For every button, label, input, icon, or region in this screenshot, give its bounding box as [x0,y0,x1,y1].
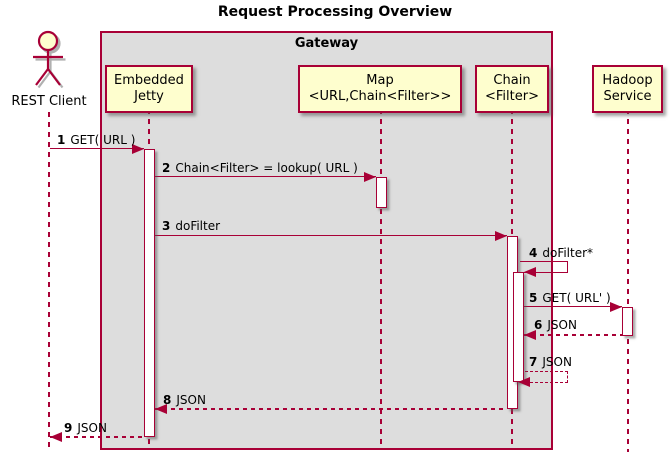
diagram-title: Request Processing Overview [217,4,453,20]
message-7-arrowhead [518,377,530,387]
message-5-arrowhead [610,302,622,312]
lifeline-hadoop [627,109,629,452]
message-2-text: Chain<Filter> = lookup( URL ) [175,161,358,175]
message-7-loop-line [520,371,568,383]
activation-chain-nested [513,272,524,382]
message-1-text: GET( URL ) [70,133,136,147]
message-7-num: 7 [529,355,538,369]
message-4-num: 4 [529,246,538,260]
message-9-arrowhead [50,432,62,442]
participant-embedded-jetty: Embedded Jetty [105,65,193,113]
gateway-frame-label: Gateway [294,36,359,51]
message-7-text: JSON [542,355,572,369]
message-8-text: JSON [176,393,206,407]
message-6-label: 6 JSON [534,318,577,332]
participant-embedded-jetty-line1: Embedded [114,72,184,88]
participant-map: Map <URL,Chain<Filter>> [298,65,462,113]
lifeline-map [380,109,382,450]
participant-chain-line1: Chain [493,72,531,88]
message-2-arrowhead [364,172,376,182]
message-5-label: 5 GET( URL' ) [529,291,611,305]
message-4-arrowhead [524,267,536,277]
message-9-text: JSON [77,421,107,435]
message-1-label: 1 GET( URL ) [57,133,135,147]
message-5-line [524,306,622,307]
message-7-label: 7 JSON [529,355,572,369]
message-3-num: 3 [162,219,171,233]
rest-client-actor-icon [33,30,66,89]
message-6-arrowhead [524,330,536,340]
activation-embedded-jetty [144,149,155,437]
activation-hadoop [622,307,633,336]
message-9-line [50,436,144,438]
message-2-line [155,176,376,177]
message-6-num: 6 [534,318,543,332]
message-9-label: 9 JSON [64,421,107,435]
message-3-arrowhead [495,231,507,241]
message-8-arrowhead [155,404,167,414]
rest-client-label: REST Client [11,94,87,109]
message-2-num: 2 [162,161,171,175]
message-8-line [155,408,507,410]
participant-chain-line2: <Filter> [485,89,539,104]
message-3-text: doFilter [175,219,221,233]
message-8-label: 8 JSON [163,393,206,407]
participant-map-line1: Map [366,72,394,88]
lifeline-rest-client [48,112,50,452]
message-4-label: 4 doFilter* [529,246,593,260]
message-4-loop-line [520,261,568,273]
message-3-line [155,235,507,236]
participant-hadoop-line1: Hadoop [602,72,653,88]
activation-map [376,177,387,208]
message-5-text: GET( URL' ) [542,291,611,305]
message-8-num: 8 [163,393,172,407]
participant-embedded-jetty-line2: Jetty [134,89,164,104]
participant-chain: Chain <Filter> [475,65,549,113]
message-2-label: 2 Chain<Filter> = lookup( URL ) [162,161,358,175]
message-6-line [524,334,622,336]
message-3-label: 3 doFilter [162,219,220,233]
message-4-text: doFilter* [542,246,594,260]
message-6-text: JSON [547,318,577,332]
message-1-arrowhead [132,144,144,154]
participant-map-line2: <URL,Chain<Filter>> [308,89,452,104]
message-1-num: 1 [57,133,66,147]
message-1-line [50,148,144,149]
participant-hadoop: Hadoop Service [592,65,663,113]
participant-hadoop-line2: Service [603,89,652,104]
message-9-num: 9 [64,421,73,435]
message-5-num: 5 [529,291,538,305]
